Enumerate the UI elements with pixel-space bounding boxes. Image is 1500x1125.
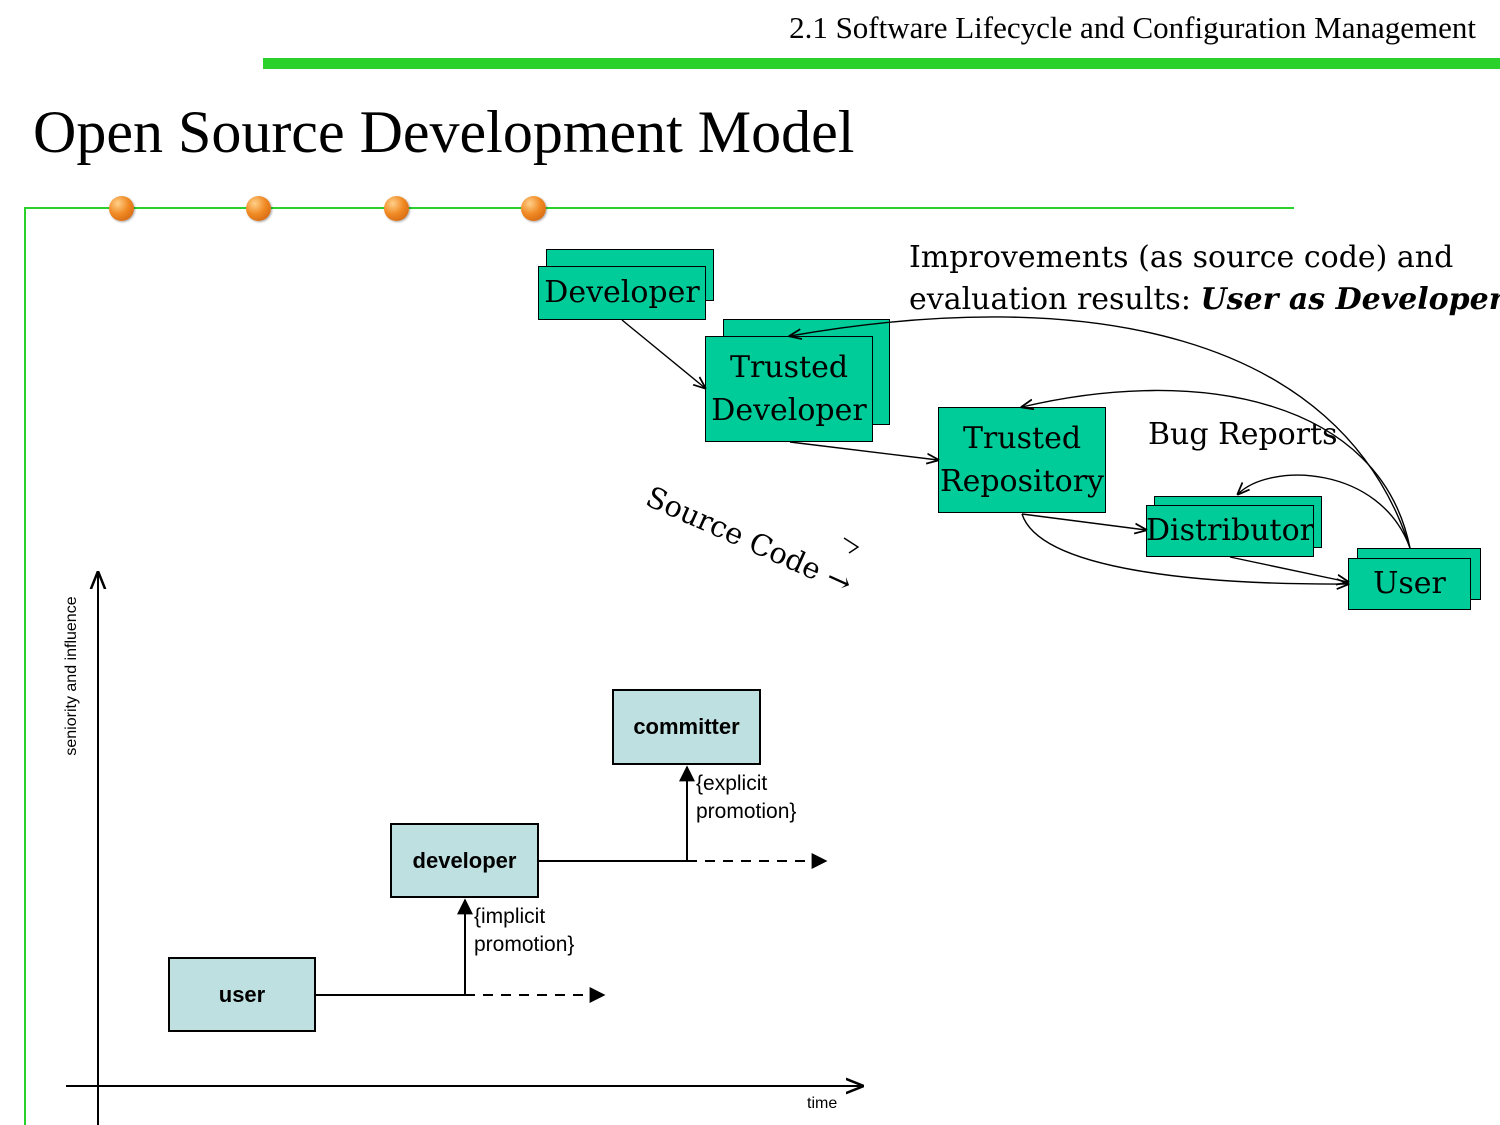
- bullet-dot-3: [384, 196, 409, 221]
- developer-node-label: Developer: [544, 275, 700, 311]
- improvements-label-text: evaluation results:: [909, 282, 1201, 317]
- role-user-label: user: [218, 981, 266, 1007]
- arrow-trusted-developer-to-repository: [789, 441, 938, 460]
- trusted-developer-label-line1: Trusted: [729, 349, 849, 385]
- source-code-arrowhead: [843, 537, 860, 554]
- bullet-dot-1: [109, 196, 134, 221]
- role-committer-box: committer: [612, 689, 761, 765]
- explicit-promotion-line2: promotion}: [696, 800, 797, 823]
- bug-reports-label: Bug Reports: [1148, 417, 1338, 452]
- implicit-promotion-line2: promotion}: [474, 933, 575, 956]
- role-committer-label: committer: [633, 714, 740, 739]
- improvements-label-line1: Improvements (as source code) and: [909, 240, 1454, 275]
- improvements-label-emphasis: User as Developer: [1200, 282, 1500, 317]
- y-axis-label: seniority and influence: [63, 596, 80, 756]
- user-node-label: User: [1373, 566, 1446, 602]
- developer-node: Developer: [538, 266, 706, 320]
- trusted-developer-node: Trusted Developer: [705, 336, 873, 442]
- role-user-box: user: [168, 957, 316, 1032]
- improvements-label-line2: evaluation results: User as Developer: [909, 282, 1500, 317]
- section-header: 2.1 Software Lifecycle and Configuration…: [789, 10, 1476, 45]
- bullet-dot-4: [521, 196, 546, 221]
- source-code-label: Source Code →: [641, 479, 858, 601]
- arrow-distributor-to-user: [1229, 556, 1348, 582]
- frame-left-line: [24, 207, 26, 1125]
- trusted-repository-node: Trusted Repository: [938, 407, 1106, 513]
- distributor-node-label: Distributor: [1145, 513, 1315, 549]
- implicit-promotion-line1: {implicit: [474, 905, 546, 928]
- header-divider-bar: [263, 58, 1500, 69]
- user-node: User: [1348, 558, 1471, 610]
- arrow-repository-to-distributor: [1021, 513, 1146, 530]
- role-developer-box: developer: [390, 823, 539, 898]
- trusted-repository-label-line1: Trusted: [962, 420, 1082, 456]
- x-axis-label: time: [807, 1095, 838, 1112]
- bullet-dot-2: [246, 196, 271, 221]
- trusted-developer-label-line2: Developer: [711, 393, 867, 428]
- arrow-developer-to-trusted-developer: [621, 319, 705, 388]
- explicit-promotion-line1: {explicit: [696, 772, 768, 795]
- slide-title: Open Source Development Model: [33, 99, 855, 165]
- frame-top-line: [24, 207, 1294, 209]
- distributor-node: Distributor: [1146, 505, 1314, 557]
- trusted-repository-label-line2: Repository: [939, 464, 1104, 499]
- role-developer-label: developer: [412, 847, 517, 873]
- explicit-promotion-note: {explicit promotion}: [696, 770, 796, 826]
- implicit-promotion-note: {implicit promotion}: [474, 903, 574, 959]
